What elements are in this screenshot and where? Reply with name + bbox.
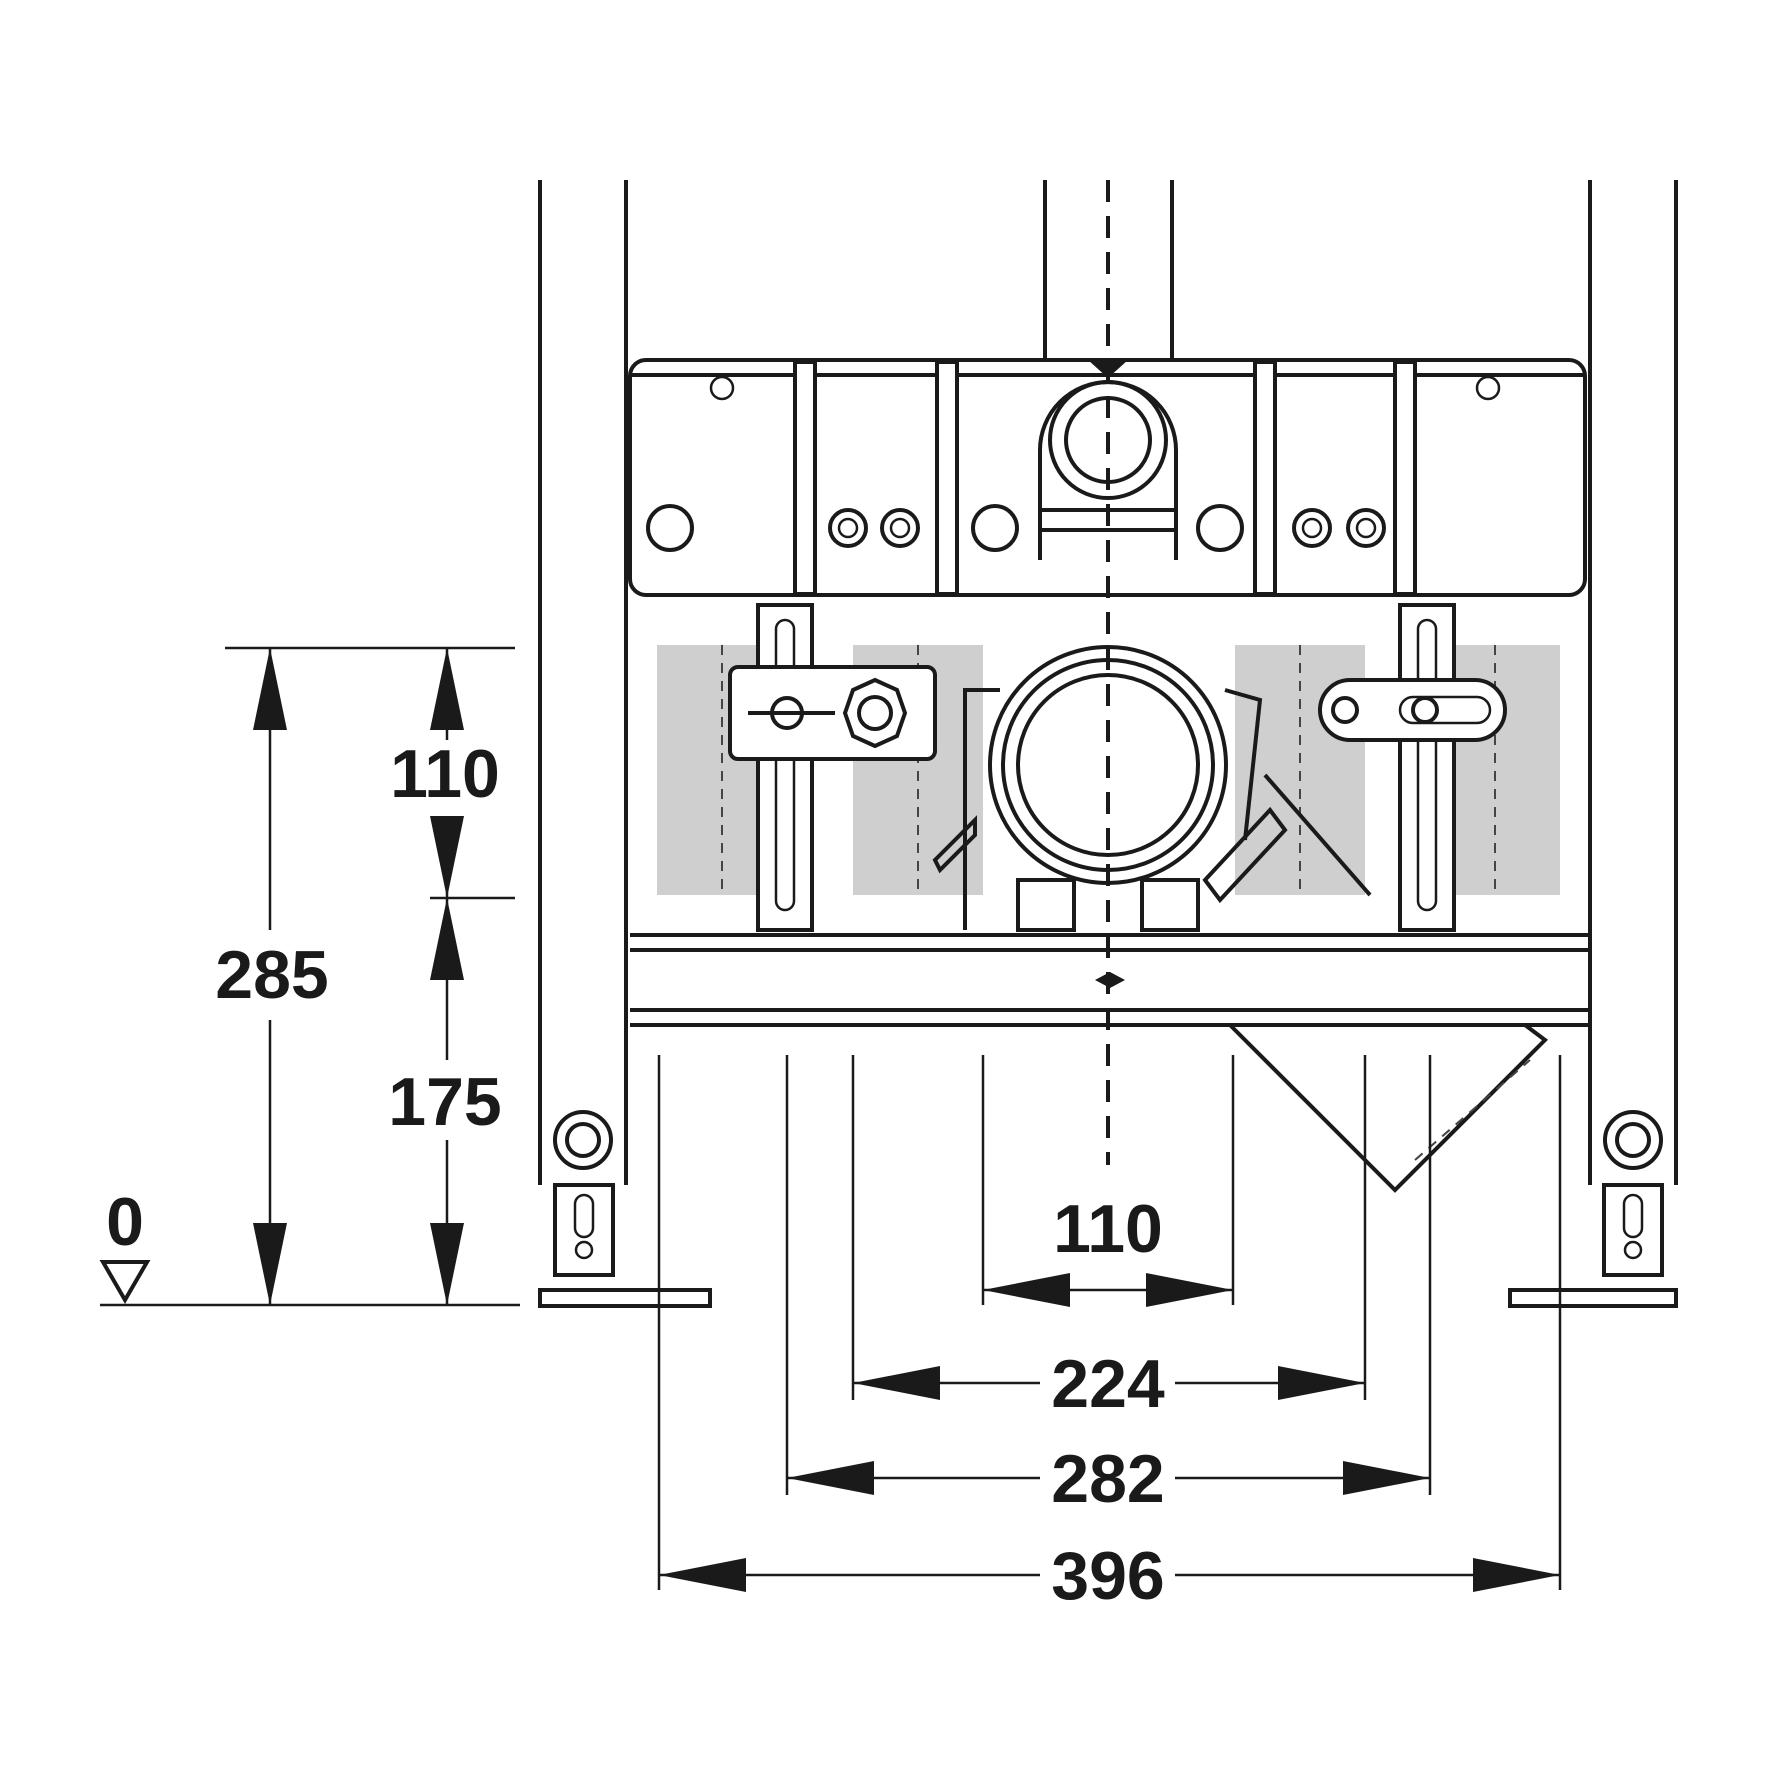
flush-pipe	[1043, 180, 1174, 360]
left-foot	[538, 1110, 712, 1308]
drain-connection	[728, 603, 1507, 932]
dim-lower-175: 175	[388, 1064, 501, 1140]
dim-fixing-224: 224	[1051, 1346, 1165, 1422]
dim-overall-396: 396	[1051, 1538, 1164, 1614]
horizontal-dimensions	[657, 1055, 1562, 1592]
right-frame-post	[1588, 180, 1678, 1185]
dim-stud-282: 282	[1051, 1441, 1164, 1517]
left-frame-post	[538, 180, 628, 1185]
dim-floor-0: 0	[106, 1184, 144, 1260]
dim-upper-110: 110	[390, 736, 500, 812]
level-triangle-icon	[99, 1260, 151, 1304]
dimension-labels: 110 285 175 0 110 224 282 396	[106, 736, 1165, 1614]
dim-pipe-110: 110	[1053, 1191, 1163, 1267]
vertical-dimensions	[99, 646, 520, 1307]
dim-total-285: 285	[215, 937, 328, 1013]
right-foot	[1508, 1110, 1678, 1308]
